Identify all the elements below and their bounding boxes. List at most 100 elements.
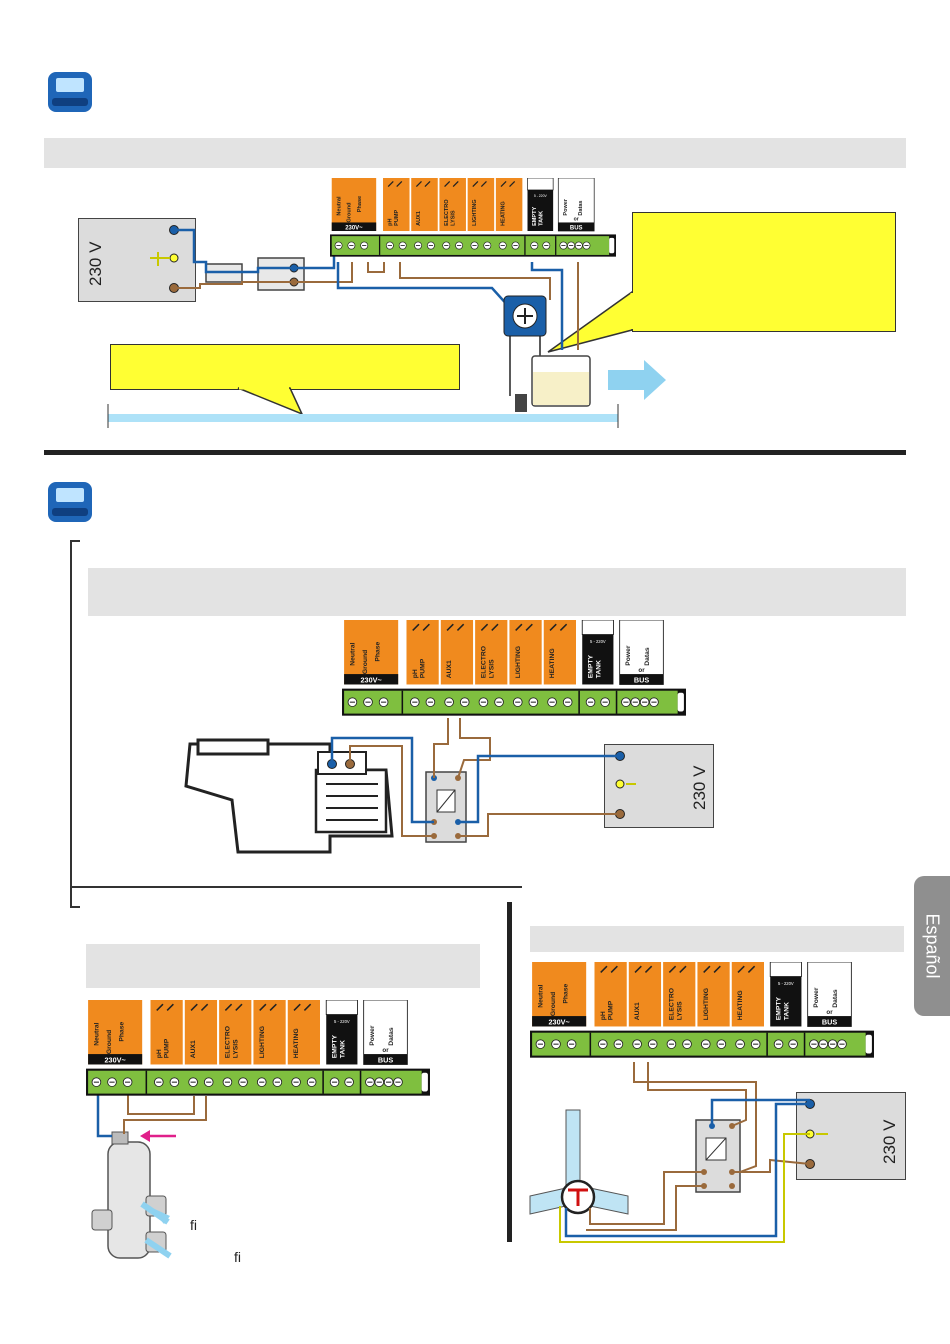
terminal-label: AUX1 (446, 660, 453, 678)
relay-label (543, 620, 576, 685)
terminal-label: Power (369, 1025, 376, 1046)
device-icon (46, 478, 94, 526)
bracket-line (70, 540, 80, 542)
section-divider (44, 450, 906, 455)
terminal-label: EMPTY (776, 996, 783, 1020)
terminal-label: TANK (339, 1040, 346, 1058)
terminal-label: Neutral (93, 1022, 100, 1045)
bus-mark: BUS (822, 1017, 837, 1026)
terminal-label: AUX1 (190, 1040, 197, 1058)
relay-label (439, 178, 466, 232)
terminal-label: Datas (644, 647, 651, 666)
terminal-label: Power (563, 198, 569, 215)
column-divider (507, 902, 512, 1242)
tank-icon (531, 355, 591, 407)
relay-label (411, 178, 438, 232)
terminal-label: Phase (374, 641, 381, 661)
terminal-label: HEATING (500, 201, 506, 226)
relay-label (495, 178, 523, 232)
relay-label (253, 1000, 286, 1065)
valve-icon (529, 1109, 629, 1215)
language-tab[interactable]: Español (914, 876, 950, 1016)
terminal-label: Datas (832, 989, 839, 1008)
bus-label (619, 620, 664, 685)
relay-label (475, 620, 508, 685)
terminal-label: TANK (595, 660, 602, 678)
section-header-band (86, 944, 480, 988)
terminal-label: Ground (347, 202, 353, 223)
terminal-label: Phase (357, 196, 363, 212)
terminal-label: Phase (562, 983, 569, 1003)
relay-label (383, 178, 410, 232)
terminal-label: AUX1 (416, 211, 422, 226)
terminal-label: Neutral (537, 984, 544, 1007)
terminal-label: AUX1 (634, 1002, 641, 1020)
arrow-icon (608, 360, 666, 400)
power-mark: 230V~ (361, 675, 382, 684)
terminal-label: pH (600, 1011, 607, 1020)
bus-mark: BUS (378, 1055, 393, 1064)
relay-label (219, 1000, 252, 1065)
empty-tank-voltage: 5 - 220V (778, 981, 794, 986)
terminal-label: LIGHTING (703, 988, 710, 1020)
power-terminal-label (331, 178, 377, 232)
bus-or: or (382, 1047, 389, 1054)
relay-label (663, 962, 696, 1027)
relay-label (150, 1000, 183, 1065)
terminal-label: Ground (106, 1030, 113, 1054)
terminal-label: Ground (550, 992, 557, 1016)
section-header-band (88, 568, 906, 616)
bracket-line (70, 540, 72, 908)
power-terminal-label (88, 1000, 143, 1065)
terminal-label: Phase (118, 1021, 125, 1041)
terminal-label: EMPTY (588, 654, 595, 678)
terminal-label: ELECTRO (669, 988, 676, 1020)
terminal-label: EMPTY (332, 1034, 339, 1058)
empty-tank-voltage: 5 - 220V (590, 639, 606, 644)
terminal-label: ELECTRO (481, 646, 488, 678)
relay-label (467, 178, 495, 232)
terminal-label: PUMP (420, 658, 427, 678)
terminal-label: PUMP (394, 210, 400, 226)
terminal-label: LYSIS (488, 659, 495, 678)
arrow-icon (140, 1130, 176, 1259)
relay-label (440, 620, 474, 685)
callout-right (632, 212, 896, 332)
bus-label (363, 1000, 408, 1065)
terminal-label: Neutral (349, 642, 356, 665)
relay-label (287, 1000, 320, 1065)
relay-icon (695, 1119, 741, 1193)
pump-icon (503, 295, 547, 412)
bracket-line (70, 886, 522, 888)
glyph-mark: ﬁ (190, 1217, 197, 1233)
bus-or: or (826, 1009, 833, 1016)
device-icon (46, 68, 94, 116)
terminal-label: LIGHTING (472, 199, 478, 226)
power-mark: 230V~ (345, 225, 363, 231)
terminal-label: HEATING (737, 990, 744, 1020)
terminal-label: Datas (388, 1027, 395, 1046)
terminal-label: EMPTY (532, 206, 538, 225)
terminal-label: Neutral (336, 196, 342, 216)
terminal-label: TANK (783, 1002, 790, 1020)
bracket-line (70, 906, 80, 908)
cell-icon (91, 1131, 167, 1259)
bus-mark: BUS (634, 675, 649, 684)
terminal-label: LYSIS (676, 1001, 683, 1020)
power-mark: 230V~ (105, 1055, 126, 1064)
relay-label (184, 1000, 218, 1065)
terminal-label: PUMP (608, 1000, 615, 1020)
empty-tank-voltage: 5 - 220V (534, 194, 548, 198)
terminal-label: LYSIS (232, 1039, 239, 1058)
terminal-label: Power (625, 645, 632, 666)
empty-tank-voltage: 5 - 220V (334, 1019, 350, 1024)
relay-icon (425, 771, 467, 843)
pump-icon (184, 738, 394, 854)
power-mark: 230V~ (549, 1017, 570, 1026)
terminal-label: Ground (362, 650, 369, 674)
relay-label (509, 620, 542, 685)
power-terminal-label (344, 620, 399, 685)
bus-or: or (574, 217, 579, 223)
bus-mark: BUS (570, 225, 583, 231)
